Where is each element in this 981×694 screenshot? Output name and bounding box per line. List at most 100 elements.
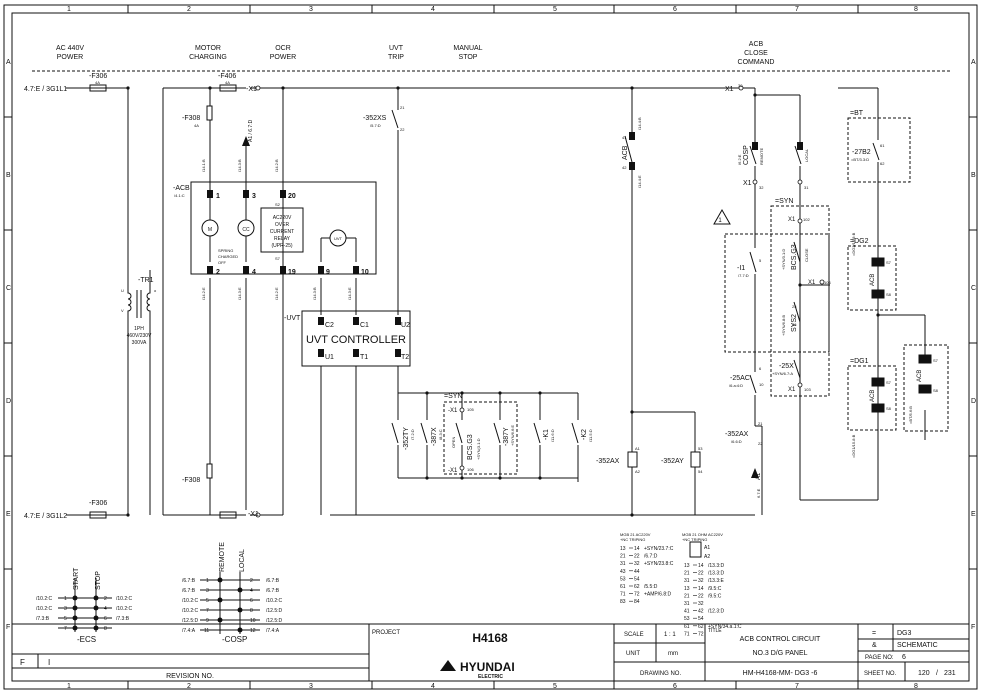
crossref-cell: /9.5:C bbox=[708, 586, 722, 592]
uvt-c1: C1 bbox=[360, 322, 369, 329]
row-label: D bbox=[6, 398, 11, 405]
bt-box bbox=[847, 117, 911, 183]
cosp-rnum-2: 2 bbox=[250, 578, 253, 584]
fuse-f308-bottom bbox=[206, 463, 213, 479]
k1-label: -K1 bbox=[543, 429, 550, 440]
local-label: LOCAL bbox=[804, 148, 809, 162]
header-uvt-2: TRIP bbox=[388, 54, 404, 61]
title-block bbox=[12, 623, 969, 681]
bt-acb-box bbox=[903, 344, 949, 432]
ecs-right-1: /10.2:C bbox=[116, 596, 133, 602]
352ay-coil-label: -352AY bbox=[661, 458, 684, 465]
cosp-right-6: /7.4:A bbox=[266, 628, 280, 634]
row-label: F bbox=[971, 624, 975, 631]
amp-sign: & bbox=[872, 642, 877, 649]
crossref-cell: +SYN/34.a.1:C bbox=[708, 624, 742, 630]
header-acb-3: COMMAND bbox=[738, 59, 775, 66]
cosp-left-4: /10.2:C bbox=[182, 608, 199, 614]
x1-32: X1 bbox=[743, 180, 752, 187]
xref1-title-2: +NC TRIPING bbox=[620, 537, 645, 542]
cosp-left-2: /6.7:B bbox=[182, 588, 196, 594]
n30: 30 bbox=[738, 83, 743, 88]
ecs-lnum-3: 3 bbox=[64, 606, 67, 612]
crossref-cell: 42 bbox=[698, 609, 704, 615]
x105-label: -X1 bbox=[448, 408, 458, 414]
section-headers: AC 440V POWER MOTOR CHARGING OCR POWER U… bbox=[56, 41, 774, 66]
title-label: TITLE bbox=[708, 628, 722, 634]
num-41: 41 bbox=[622, 135, 627, 140]
relay-5: (UPR-25) bbox=[271, 243, 292, 249]
bcs-ref-mid: +SYN(3.1:D bbox=[476, 438, 481, 460]
crossref-cell: /13.3:E bbox=[708, 578, 725, 584]
spring-1: SPRING bbox=[218, 248, 233, 253]
scale-label: SCALE bbox=[624, 632, 644, 638]
dg2-box bbox=[847, 245, 897, 311]
cosp-rnum-4: 4 bbox=[250, 588, 253, 594]
dg1-label: =DG1 bbox=[850, 358, 869, 365]
a1-right-label: A1 bbox=[756, 472, 762, 480]
uvt-t1: T1 bbox=[360, 354, 368, 361]
syn-label: =SYN bbox=[444, 393, 462, 400]
col-label: 8 bbox=[914, 6, 918, 13]
s2-label: S2 bbox=[275, 202, 281, 207]
x1-bottom: -X1 bbox=[248, 511, 259, 518]
n5: 5 bbox=[759, 258, 762, 263]
term-2: 2 bbox=[216, 269, 220, 276]
coil-352ax bbox=[627, 451, 638, 468]
f306-amp: 4A bbox=[95, 80, 100, 85]
ref-c: /14.2:B bbox=[274, 159, 279, 172]
l2-ref: 4.7:E / 3G1L2 bbox=[24, 513, 67, 520]
bcs-right-ref: +SYN/3.1:D bbox=[781, 249, 786, 270]
ecs-left-3: /7.3:B bbox=[36, 616, 50, 622]
header-motor-2: CHARGING bbox=[189, 54, 227, 61]
col-label: 5 bbox=[553, 683, 557, 690]
crossref-cell: +SYN/23.8:C bbox=[644, 561, 674, 567]
crossref-cell: /6.7:D bbox=[644, 554, 658, 560]
ref-g: /14.3:B bbox=[312, 287, 317, 300]
l1-ref: 4.7:E / 3G1L1 bbox=[24, 86, 67, 93]
power-l1-line bbox=[66, 84, 129, 285]
ref-h: /14.3:E bbox=[347, 287, 352, 300]
header-ac440-2: POWER bbox=[57, 54, 83, 61]
header-ac440-1: AC 440V bbox=[56, 45, 84, 52]
tr1-label: -TR1 bbox=[138, 277, 154, 284]
title-line-1: ACB CONTROL CIRCUIT bbox=[740, 636, 821, 643]
crossref-cell: 14 bbox=[698, 586, 704, 592]
dg1-box bbox=[847, 365, 897, 431]
cosp-lnum-5: 5 bbox=[206, 598, 209, 604]
cosp-contact-ref: /6.2:E bbox=[737, 154, 742, 165]
cosp-lnum-9: 9 bbox=[206, 618, 209, 624]
amp-value: SCHEMATIC bbox=[897, 642, 938, 649]
open-label: OPEN bbox=[451, 437, 456, 448]
n102: 102 bbox=[803, 217, 810, 222]
s7-dg1: S7 bbox=[886, 380, 892, 385]
352ax-coil-label: -352AX bbox=[596, 458, 620, 465]
col-label: 2 bbox=[187, 6, 191, 13]
relay-3: CURRENT bbox=[270, 229, 294, 235]
fuse-f308-top bbox=[206, 105, 213, 121]
header-uvt-1: UVT bbox=[389, 45, 404, 52]
eq-value: DG3 bbox=[897, 630, 912, 637]
crossref-cell: 32 bbox=[634, 561, 640, 567]
acb-box-ref: /4.1:C bbox=[174, 193, 185, 198]
num-21-right: 21 bbox=[758, 421, 763, 426]
ecs-lnum-1: 1 bbox=[64, 596, 67, 602]
row-label: D bbox=[971, 398, 976, 405]
uvt-controller-title: UVT CONTROLLER bbox=[306, 334, 406, 346]
crossref-cell: /9.5:C bbox=[708, 593, 722, 599]
k2-label: -K2 bbox=[581, 429, 588, 440]
uvt-coil-label: UVT bbox=[334, 236, 343, 241]
ecs-rnum-4: 4 bbox=[104, 606, 107, 612]
cosp-contact-label: COSP bbox=[743, 145, 750, 165]
crossref-cell: /13.3:D bbox=[708, 563, 725, 569]
term-4: 4 bbox=[252, 269, 256, 276]
drawing-label: DRAWING NO. bbox=[640, 671, 681, 677]
ecs-rnum-2: 2 bbox=[104, 596, 107, 602]
387y-ref: +SYN/6.6:E bbox=[510, 425, 515, 446]
ref-a: /14.1:B bbox=[201, 159, 206, 172]
cosp-remote: REMOTE bbox=[219, 542, 226, 572]
spring-2: CHARGED bbox=[218, 254, 238, 259]
crossref-cell: 71 bbox=[620, 592, 626, 598]
term-1: 1 bbox=[216, 193, 220, 200]
s8-bt: S8 bbox=[933, 388, 939, 393]
